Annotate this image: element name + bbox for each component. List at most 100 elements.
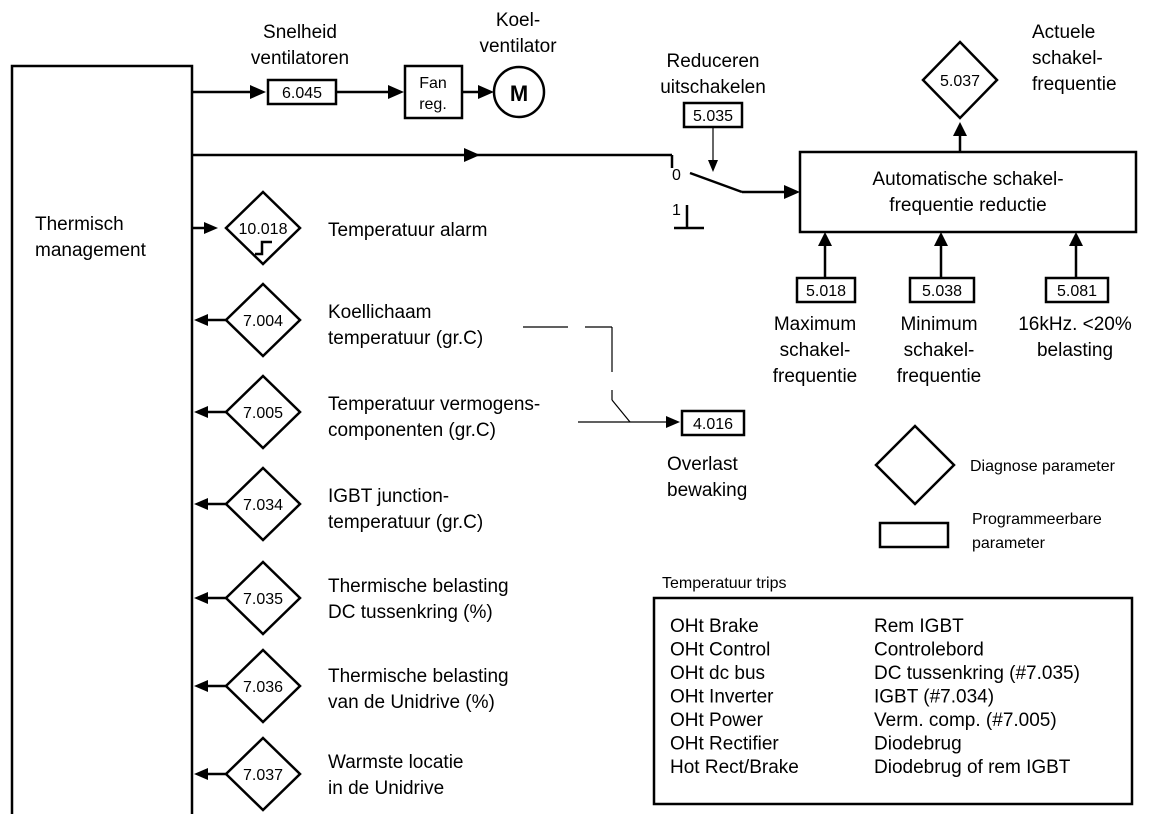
switch-output-arrow (784, 185, 800, 199)
diag-temp-alarm-label: Temperatuur alarm (328, 220, 487, 241)
overload-param: 4.016 (693, 416, 733, 433)
diag-igbt-junction-temp: 7.034 IGBT junction- temperatuur (gr.C) (194, 466, 483, 542)
trip-code: OHt Control (670, 640, 770, 661)
trip-description: Diodebrug of rem IGBT (874, 757, 1071, 778)
input-max-label-2: schakel- (780, 340, 851, 361)
input-min-freq: 5.038 Minimum schakel- frequentie (897, 232, 982, 387)
diag-heatsink-temp: 7.004 Koellichaam temperatuur (gr.C) (194, 282, 483, 358)
step-icon (255, 240, 272, 256)
diag-temp-alarm-param: 10.018 (239, 221, 288, 238)
input-min-label-3: frequentie (897, 366, 982, 387)
actual-freq-label-3: frequentie (1032, 74, 1117, 95)
diag-heatsink-param: 7.004 (243, 313, 283, 330)
cooling-fan-motor-icon (492, 65, 546, 119)
diag-dc-link-label-2: DC tussenkring (%) (328, 602, 493, 623)
auto-reduction-block (798, 150, 1138, 234)
diag-unidrive-label-2: van de Unidrive (%) (328, 692, 495, 713)
overload-label-2: bewaking (667, 480, 747, 501)
switch-param: 5.035 (693, 108, 733, 125)
legend-diagnostic-label: Diagnose parameter (970, 458, 1116, 475)
diag-igbt-label-1: IGBT junction- (328, 486, 449, 507)
input-max-label-1: Maximum (774, 314, 856, 335)
trip-code: OHt Brake (670, 616, 759, 637)
diag-heatsink-label-1: Koellichaam (328, 302, 432, 323)
switch-label-2: uitschakelen (660, 77, 766, 98)
actual-freq-label-1: Actuele (1032, 22, 1095, 43)
legend-diamond (874, 424, 956, 506)
diag-dc-link-label-1: Thermische belasting (328, 576, 509, 597)
fan-motor-arrow (478, 85, 494, 99)
diag-unidrive-load: 7.036 Thermische belasting van de Unidri… (194, 648, 509, 724)
input-16khz-param: 5.081 (1057, 283, 1097, 300)
switch-param-box (682, 101, 744, 129)
fan-reg-label-1: Fan (419, 75, 447, 92)
fan-reg-arrow (388, 85, 404, 99)
switch-blade (689, 171, 743, 194)
reduction-arrow (464, 148, 480, 162)
diag-igbt-label-2: temperatuur (gr.C) (328, 512, 483, 533)
input-16khz: 5.081 16kHz. <20% belasting (1018, 232, 1132, 361)
diag-dc-link-load: 7.035 Thermische belasting DC tussenkrin… (194, 560, 509, 636)
actual-freq-label-2: schakel- (1032, 48, 1103, 69)
trip-code: Hot Rect/Brake (670, 757, 799, 778)
diag-igbt-param: 7.034 (243, 497, 283, 514)
diag-hottest-param: 7.037 (243, 767, 283, 784)
switch-control-arrow (708, 160, 718, 172)
input-16khz-label-1: 16kHz. <20% (1018, 314, 1132, 335)
overload-selector: 4.016 Overlast bewaking (523, 326, 747, 501)
switch-label-1: Reduceren (667, 51, 760, 72)
diag-hottest-location: 7.037 Warmste locatie in de Unidrive (194, 736, 464, 812)
diag-hottest-label-1: Warmste locatie (328, 752, 464, 773)
diag-power-comp-temp: 7.005 Temperatuur vermogens- componenten… (194, 374, 540, 450)
diag-unidrive-param: 7.036 (243, 679, 283, 696)
trips-table (652, 596, 1134, 806)
fan-speed-label-1: Snelheid (263, 22, 337, 43)
trip-code: OHt dc bus (670, 663, 765, 684)
actual-freq-diamond (921, 40, 999, 120)
trip-code: OHt Rectifier (670, 734, 779, 755)
input-max-label-3: frequentie (773, 366, 858, 387)
input-16khz-label-2: belasting (1037, 340, 1113, 361)
trip-code: OHt Inverter (670, 687, 774, 708)
trip-description: IGBT (#7.034) (874, 687, 994, 708)
trip-description: Rem IGBT (874, 616, 964, 637)
thermal-block-label-1: Thermisch (35, 214, 124, 235)
input-min-label-1: Minimum (900, 314, 977, 335)
diag-dc-link-param: 7.035 (243, 591, 283, 608)
input-min-param: 5.038 (922, 283, 962, 300)
overload-label-1: Overlast (667, 454, 738, 475)
diag-power-comp-label-2: componenten (gr.C) (328, 420, 496, 441)
fan-reg-label-2: reg. (419, 96, 447, 113)
thermal-management-block (10, 64, 194, 814)
fan-speed-param: 6.045 (282, 85, 322, 102)
cooling-fan-label-1: Koel- (496, 10, 540, 31)
diag-unidrive-label-1: Thermische belasting (328, 666, 509, 687)
diag-hottest-label-2: in de Unidrive (328, 778, 444, 799)
motor-symbol: M (510, 81, 528, 106)
switch-pos-0: 0 (672, 167, 681, 184)
actual-freq-param: 5.037 (940, 73, 980, 90)
diag-power-comp-param: 7.005 (243, 405, 283, 422)
cooling-fan-label-2: ventilator (479, 36, 557, 57)
trip-description: Controlebord (874, 640, 984, 661)
diag-power-comp-label-1: Temperatuur vermogens- (328, 394, 540, 415)
overload-param-box (680, 409, 746, 437)
trip-code: OHt Power (670, 710, 764, 731)
auto-block-label-2: frequentie reductie (889, 195, 1046, 216)
trip-description: Verm. comp. (#7.005) (874, 710, 1057, 731)
actual-freq-arrow (953, 122, 967, 136)
legend-rect (878, 521, 950, 549)
trip-description: Diodebrug (874, 734, 962, 755)
switch-pos-1: 1 (672, 202, 681, 219)
input-max-freq: 5.018 Maximum schakel- frequentie (773, 232, 858, 387)
input-min-label-2: schakel- (904, 340, 975, 361)
legend-programmable-label-2: parameter (972, 535, 1046, 552)
fan-speed-arrow (250, 85, 266, 99)
trips-rows: OHt Brake Rem IGBT OHt Control Controlebord… (670, 616, 1080, 778)
trip-description: DC tussenkring (#7.035) (874, 663, 1080, 684)
input-max-param: 5.018 (806, 283, 846, 300)
trips-title: Temperatuur trips (662, 575, 787, 592)
diag-heatsink-label-2: temperatuur (gr.C) (328, 328, 483, 349)
legend-programmable-label-1: Programmeerbare (972, 511, 1102, 528)
